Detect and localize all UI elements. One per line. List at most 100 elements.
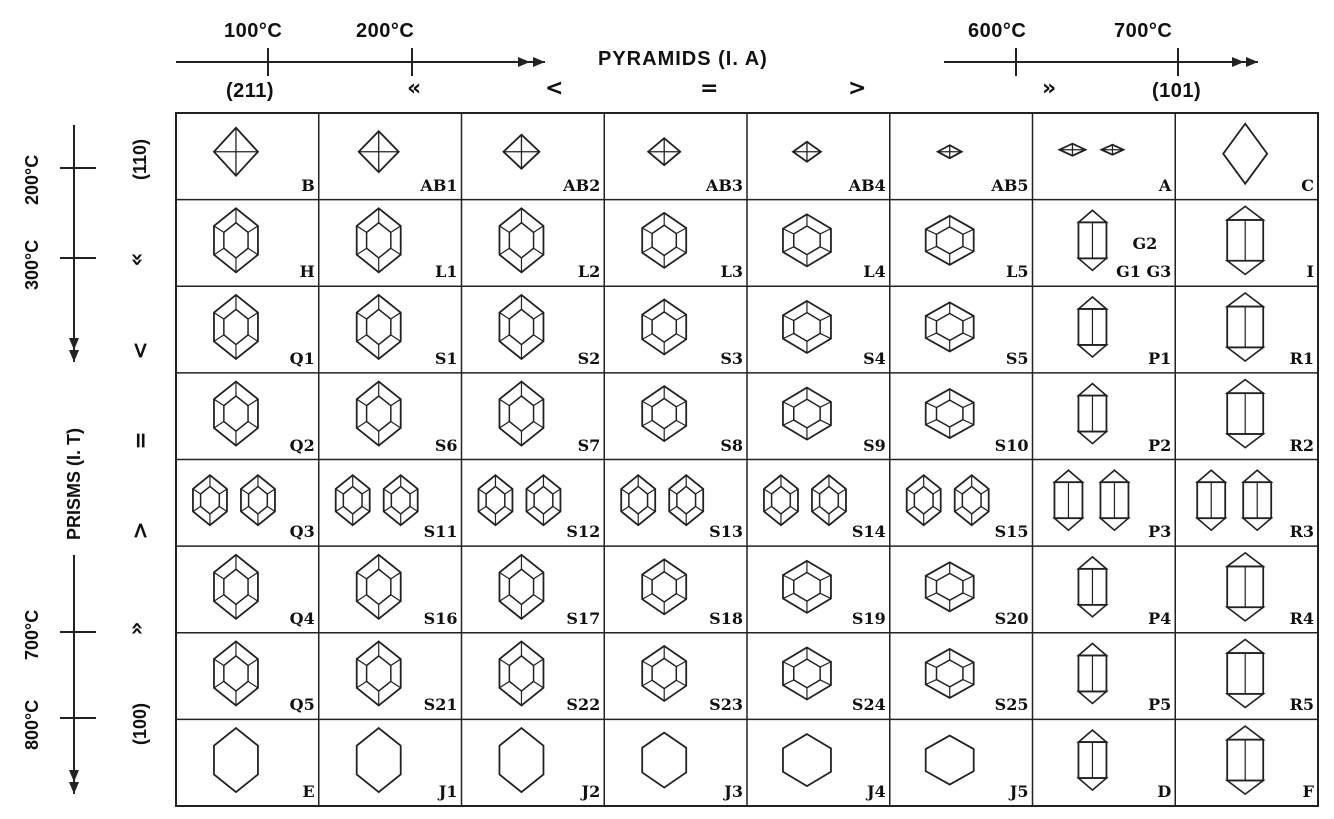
crystal-e [214, 728, 258, 792]
crystal-code-label: S2 [578, 349, 601, 368]
crystal-s9-inner [794, 399, 820, 428]
crystal-s15-a-inner [914, 486, 933, 514]
crystal-s20-edge [926, 576, 937, 581]
crystal-s11-b-edge [384, 506, 392, 511]
crystal-q1-edge [214, 335, 224, 341]
crystal-s3-edge [676, 334, 686, 340]
crystal-s19-edge [783, 593, 794, 598]
crystal-p4-top [1078, 557, 1106, 569]
crystal-s13-a-edge [648, 506, 656, 511]
top-axis-left-arrow-2 [533, 57, 545, 67]
left-symbol-less: < [129, 341, 154, 359]
crystal-s12-a-edge [505, 506, 513, 511]
crystal-code-label: S5 [1006, 349, 1029, 368]
crystal-s15-a-edge [907, 489, 915, 494]
crystal-s6-edge [391, 399, 401, 405]
crystal-s4-inner [794, 313, 820, 342]
crystal-code-label: L1 [435, 262, 457, 281]
crystal-s7-edge [534, 422, 544, 428]
crystal-code-label: P4 [1148, 609, 1171, 628]
crystal-r5-bottom [1227, 694, 1263, 708]
left-axis-top-arrow-1 [69, 338, 79, 350]
crystal-s11-a-edge [336, 489, 344, 494]
crystal-s19-inner [794, 573, 820, 602]
top-symbol-greater: > [848, 76, 866, 101]
crystal-f-top [1227, 726, 1263, 740]
crystal-s12-b-edge [553, 489, 561, 494]
crystal-d-top [1078, 730, 1106, 742]
prisms-title: PRISMS (I. T) [64, 428, 85, 540]
crystal-p4-bottom [1078, 605, 1106, 617]
crystal-code-label: S18 [709, 609, 743, 628]
crystal-code-label: S23 [709, 695, 743, 714]
crystal-code-label: J1 [439, 782, 458, 801]
crystal-s5-edge [926, 316, 937, 321]
crystal-code-label: A [1159, 176, 1171, 195]
crystal-code-label: Q4 [290, 609, 315, 628]
crystal-r2-top [1227, 380, 1263, 394]
crystal-s16-edge [391, 595, 401, 601]
crystal-code-label: J5 [1010, 782, 1029, 801]
crystal-code-label: J4 [867, 782, 886, 801]
crystal-code-label: AB3 [706, 176, 743, 195]
top-axis-left-arrow-1 [518, 57, 530, 67]
crystal-l3-edge [642, 247, 652, 253]
crystal-code-label: S14 [852, 522, 886, 541]
crystal-l1-edge [391, 226, 401, 232]
crystal-s12-b-edge [553, 506, 561, 511]
crystal-s25-edge [926, 680, 937, 685]
crystal-s15-b-edge [981, 506, 989, 511]
crystal-c [1223, 124, 1267, 184]
crystal-h-edge [214, 226, 224, 232]
crystal-l2-inner [509, 223, 533, 258]
crystal-code-label: S7 [578, 436, 601, 455]
crystal-s13-a-edge [648, 489, 656, 494]
crystal-s1-edge [357, 335, 367, 341]
top-temp-200: 200°C [356, 20, 414, 43]
crystal-s10-edge [963, 403, 974, 408]
crystal-s17-edge [499, 595, 509, 601]
miller-110: (110) [130, 139, 151, 180]
crystal-l5-edge [963, 229, 974, 234]
crystal-l4-inner [794, 226, 820, 255]
top-symbol-much-less: « [407, 76, 421, 101]
crystal-l5-edge [963, 246, 974, 251]
crystal-s25-edge [963, 680, 974, 685]
crystal-s25-edge [926, 662, 937, 667]
crystal-s14-b-edge [838, 506, 846, 511]
crystal-s9-edge [820, 402, 831, 407]
crystal-code-label: Q2 [290, 436, 315, 455]
crystal-code-label: P2 [1148, 436, 1171, 455]
crystal-s23-edge [642, 680, 652, 686]
left-temp-800: 800°C [22, 700, 43, 750]
crystal-p2-bottom [1078, 432, 1106, 444]
crystal-s22-edge [499, 659, 509, 665]
crystal-q2-edge [248, 399, 258, 405]
left-temp-200: 200°C [22, 155, 43, 205]
crystal-s23-edge [676, 661, 686, 667]
crystal-l4-edge [783, 229, 794, 234]
crystal-l5-edge [926, 229, 937, 234]
crystal-s4-edge [783, 333, 794, 338]
crystal-code-label: S11 [424, 522, 458, 541]
crystal-q1-inner [224, 309, 248, 344]
crystal-code-label: R1 [1290, 349, 1314, 368]
crystal-s11-a-edge [362, 489, 370, 494]
left-symbol-much-greater: » [125, 621, 150, 635]
crystal-s22-inner [509, 656, 533, 691]
crystal-g1-g3-top [1078, 210, 1106, 222]
crystal-s15-b-inner [962, 486, 981, 514]
crystal-s5-edge [963, 333, 974, 338]
crystal-s8-edge [676, 401, 686, 407]
crystal-s9-edge [783, 420, 794, 425]
crystal-q4-edge [214, 595, 224, 601]
crystal-s7-inner [509, 396, 533, 431]
crystal-h-edge [248, 226, 258, 232]
left-axis-bottom-arrow-1 [69, 770, 79, 782]
crystal-r2-bottom [1227, 434, 1263, 448]
crystal-s18-edge [642, 574, 652, 580]
crystal-q5-edge [214, 659, 224, 665]
crystal-l1-inner [367, 223, 391, 258]
crystal-s15-a-edge [933, 506, 941, 511]
